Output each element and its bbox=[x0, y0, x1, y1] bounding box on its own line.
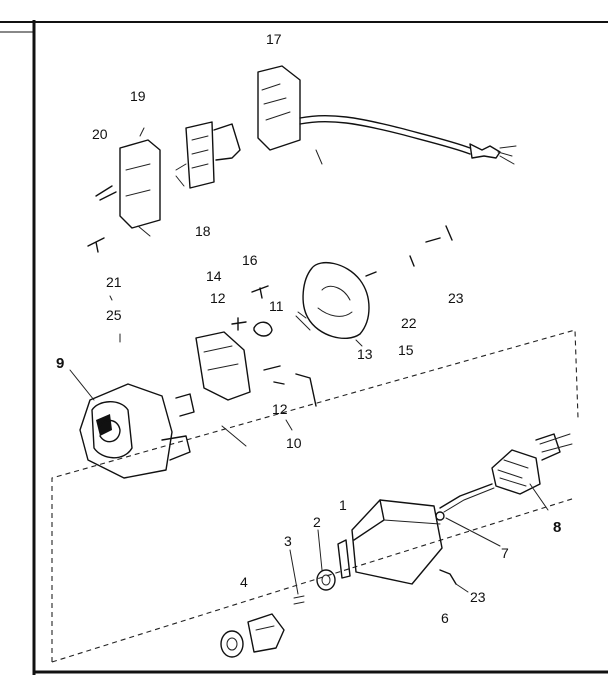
part-7-screw bbox=[435, 511, 501, 547]
part-16-hardware bbox=[231, 285, 273, 337]
part-19-switch-block bbox=[175, 121, 241, 189]
callout-6: 6 bbox=[441, 610, 449, 626]
part-2-gear bbox=[316, 529, 336, 591]
callout-13: 13 bbox=[357, 346, 373, 362]
callout-8: 8 bbox=[553, 519, 561, 536]
callout-7: 7 bbox=[501, 545, 509, 561]
callout-16: 16 bbox=[242, 252, 258, 268]
callout-15: 15 bbox=[398, 342, 414, 358]
callout-9: 9 bbox=[56, 355, 64, 372]
callout-23-lower: 23 bbox=[470, 589, 486, 605]
part-10-brush-holder bbox=[195, 331, 317, 447]
part-9-field-housing bbox=[69, 369, 195, 479]
callout-12-lower: 12 bbox=[272, 401, 288, 417]
callout-labels: 17 19 20 18 16 14 21 12 11 25 23 22 13 1… bbox=[56, 31, 561, 626]
callout-21: 21 bbox=[106, 274, 122, 290]
callout-1: 1 bbox=[339, 497, 347, 513]
callout-25: 25 bbox=[106, 307, 122, 323]
callout-19: 19 bbox=[130, 88, 146, 104]
part-1-main-housing bbox=[337, 499, 443, 585]
part-23-screw bbox=[439, 569, 469, 593]
callout-23-upper: 23 bbox=[448, 290, 464, 306]
callout-12-upper: 12 bbox=[210, 290, 226, 306]
part-4-gear-assembly bbox=[220, 613, 285, 658]
part-13-end-bell bbox=[295, 225, 453, 339]
page-frame bbox=[0, 20, 608, 675]
callout-11: 11 bbox=[269, 298, 284, 314]
leader-lines bbox=[109, 295, 363, 431]
callout-14: 14 bbox=[206, 268, 222, 284]
callout-2: 2 bbox=[313, 514, 321, 530]
callout-10: 10 bbox=[286, 435, 302, 451]
callout-17: 17 bbox=[266, 31, 282, 47]
callout-4: 4 bbox=[240, 574, 248, 590]
part-18-screw bbox=[87, 237, 105, 253]
assembly-outline bbox=[51, 329, 579, 663]
callout-20: 20 bbox=[92, 126, 108, 142]
callout-18: 18 bbox=[195, 223, 211, 239]
part-17-upper-housing bbox=[257, 65, 517, 165]
part-8-armature bbox=[439, 433, 573, 513]
part-3-spacer bbox=[289, 549, 305, 605]
callout-22: 22 bbox=[401, 315, 417, 331]
callout-3: 3 bbox=[284, 533, 292, 549]
part-20-bracket bbox=[95, 127, 161, 237]
